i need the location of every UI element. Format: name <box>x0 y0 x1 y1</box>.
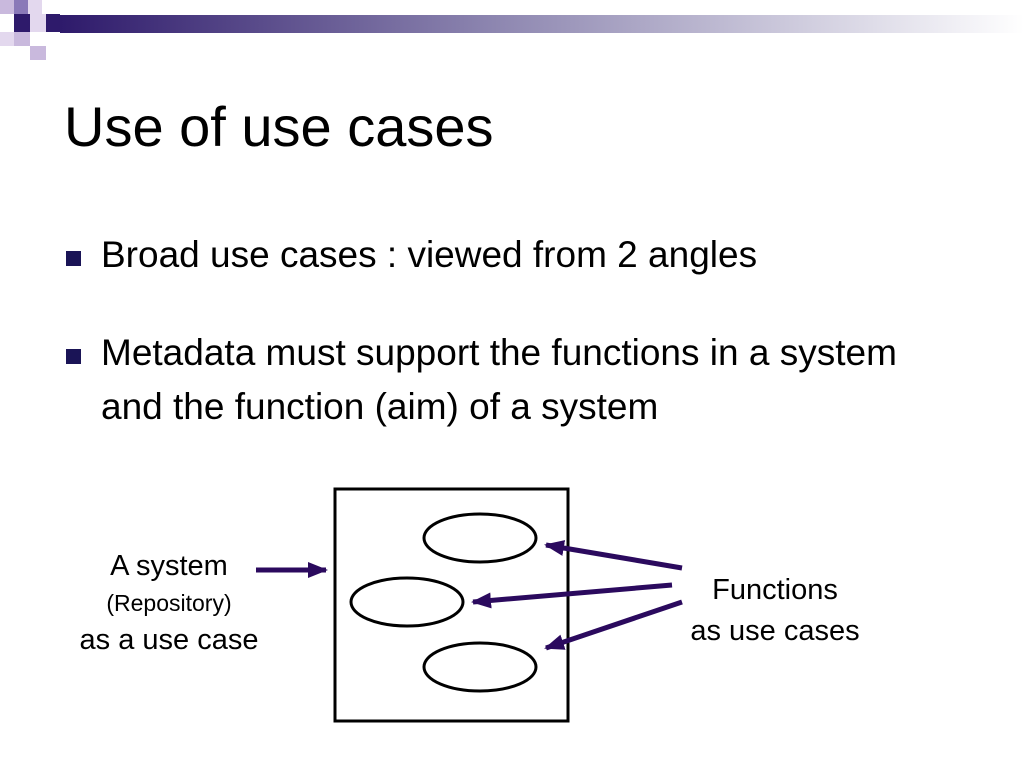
system-label-line2: (Repository) <box>106 590 231 616</box>
function-arrow <box>544 540 683 571</box>
deco-square <box>46 14 60 32</box>
square-bullet-icon <box>66 251 81 266</box>
square-bullet-icon <box>66 349 81 364</box>
use-case-ellipse <box>422 641 538 693</box>
use-case-diagram: A system (Repository) as a use case Func… <box>80 487 860 723</box>
function-arrow <box>471 582 673 609</box>
use-case-ellipse <box>422 512 538 564</box>
system-box <box>333 487 570 723</box>
header-decoration <box>0 0 1024 60</box>
deco-square <box>28 0 42 14</box>
bullet-item: Metadata must support the functions in a… <box>64 326 964 434</box>
deco-square <box>30 46 46 60</box>
page-title: Use of use cases <box>64 95 494 158</box>
functions-label-line1: Functions <box>712 574 838 606</box>
deco-square <box>14 0 28 14</box>
bullet-item: Broad use cases : viewed from 2 angles <box>64 228 964 282</box>
function-arrow <box>544 599 683 651</box>
functions-label-line2: as use cases <box>690 615 859 647</box>
system-label-line3: as a use case <box>80 624 259 656</box>
use-case-ellipse <box>349 576 465 628</box>
deco-square <box>30 14 46 32</box>
deco-square <box>14 14 30 32</box>
bullet-list: Broad use cases : viewed from 2 angles M… <box>64 228 964 434</box>
bullet-text: Broad use cases : viewed from 2 angles <box>101 234 758 275</box>
deco-square <box>0 32 14 46</box>
header-gradient-bar <box>60 15 1024 33</box>
bullet-text: Metadata must support the functions in a… <box>101 332 897 427</box>
system-label-line1: A system <box>110 550 228 582</box>
deco-square <box>0 0 14 14</box>
deco-square <box>14 32 30 46</box>
